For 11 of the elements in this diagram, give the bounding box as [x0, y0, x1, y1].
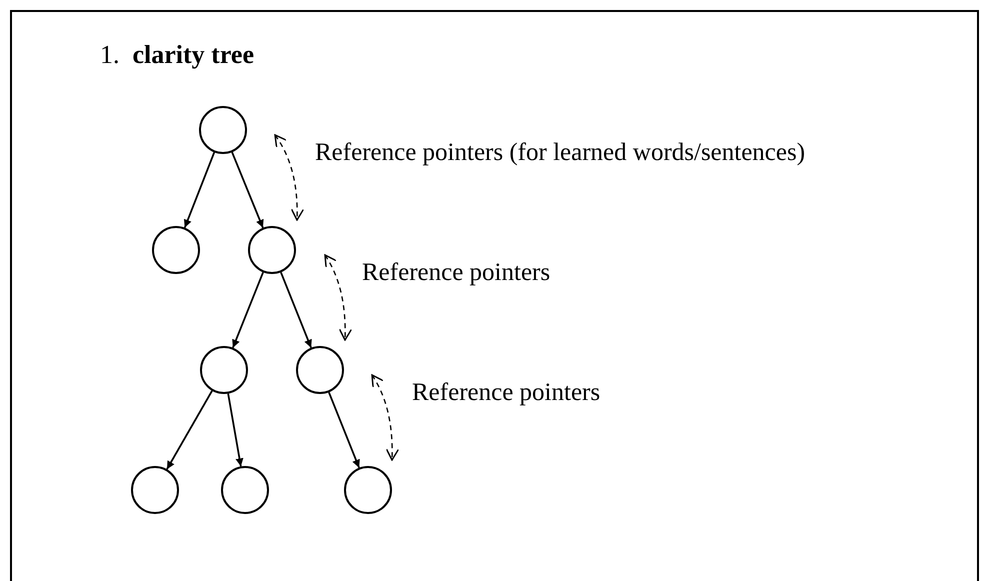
pointer-label: Reference pointers (for learned words/sentences): [315, 138, 806, 168]
arrow: [227, 393, 244, 467]
arrow: [166, 390, 213, 470]
arrow: [232, 272, 264, 348]
pointer-label: Reference pointers: [362, 258, 550, 288]
pointer-label: Reference pointers: [412, 378, 600, 408]
arrow: [231, 152, 264, 228]
arrow: [280, 272, 312, 348]
arrow: [328, 392, 360, 468]
arrow: [184, 152, 216, 228]
title: 1. clarity tree: [100, 40, 254, 70]
